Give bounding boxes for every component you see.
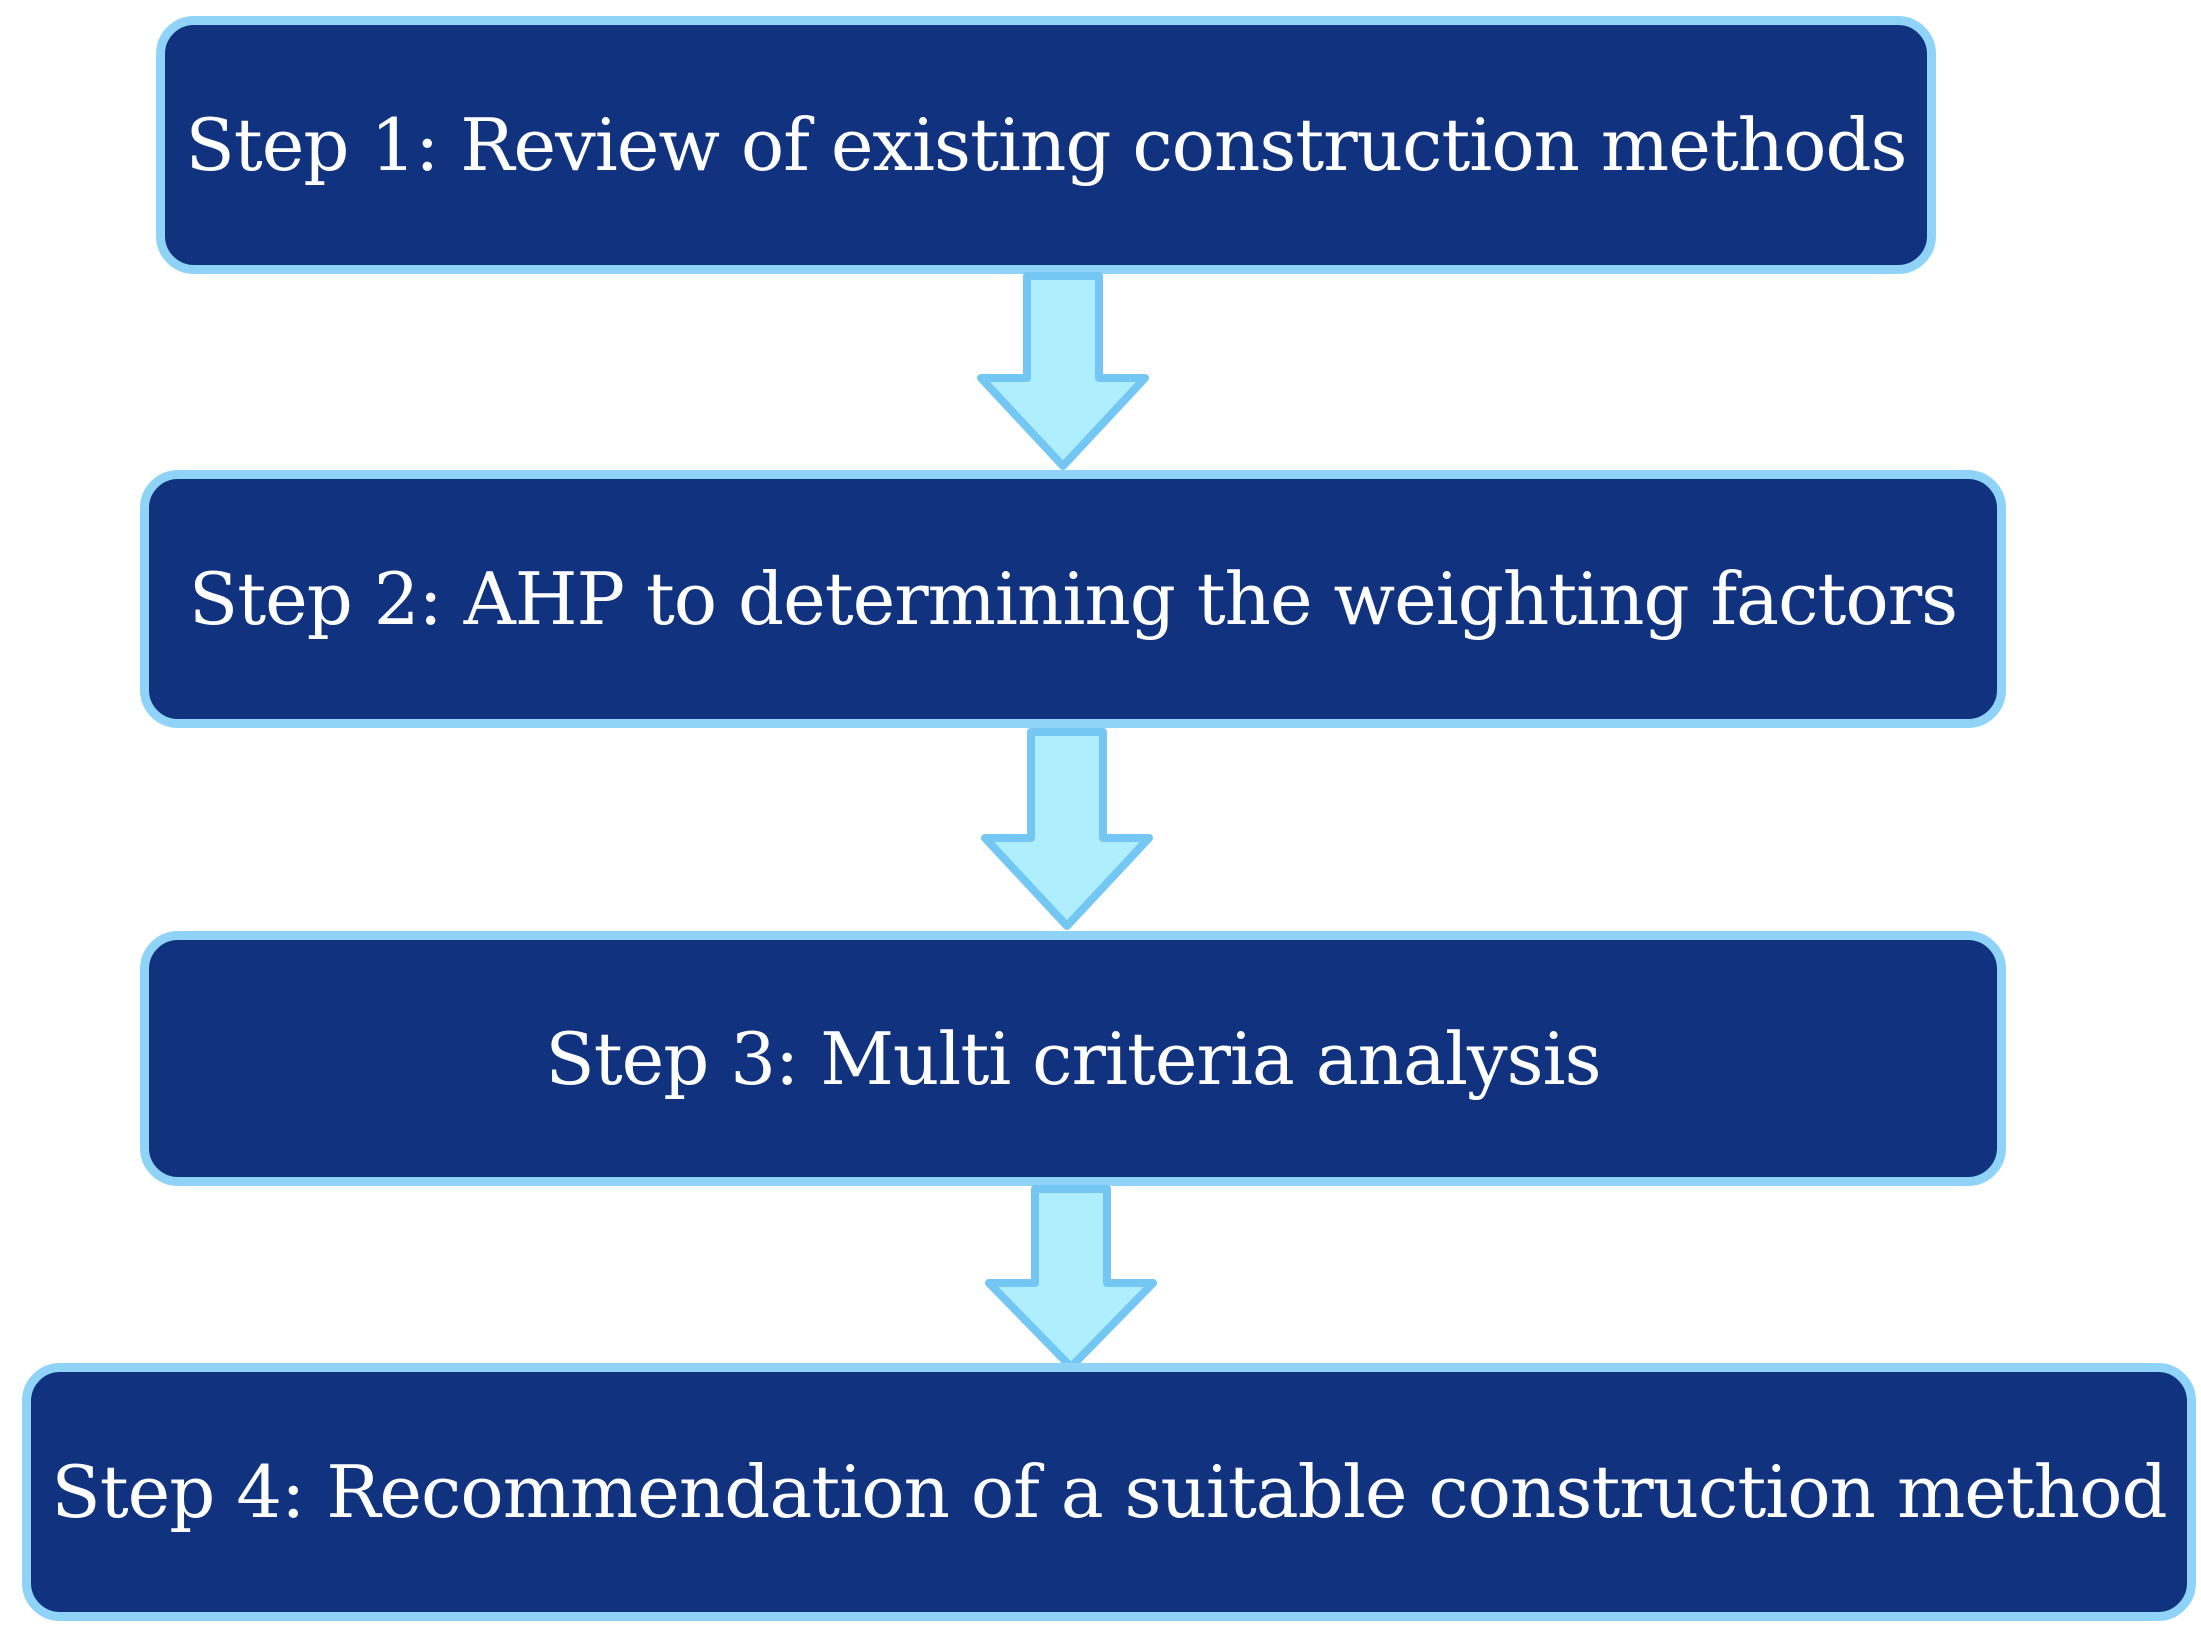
step-1-label: Step 1: Review of existing construction … [185,103,1907,187]
down-arrow-icon [977,272,1149,470]
step-2-label: Step 2: AHP to determining the weighting… [188,557,1958,641]
step-4-box: Step 4: Recommendation of a suitable con… [22,1363,2196,1621]
step-4-label: Step 4: Recommendation of a suitable con… [51,1450,2167,1534]
step-3-box: Step 3: Multi criteria analysis [140,931,2006,1186]
step-3-label: Step 3: Multi criteria analysis [545,1016,1601,1101]
down-arrow-icon [981,728,1153,930]
down-arrow-icon [985,1185,1157,1371]
step-2-box: Step 2: AHP to determining the weighting… [140,470,2006,728]
step-1-box: Step 1: Review of existing construction … [156,16,1936,274]
